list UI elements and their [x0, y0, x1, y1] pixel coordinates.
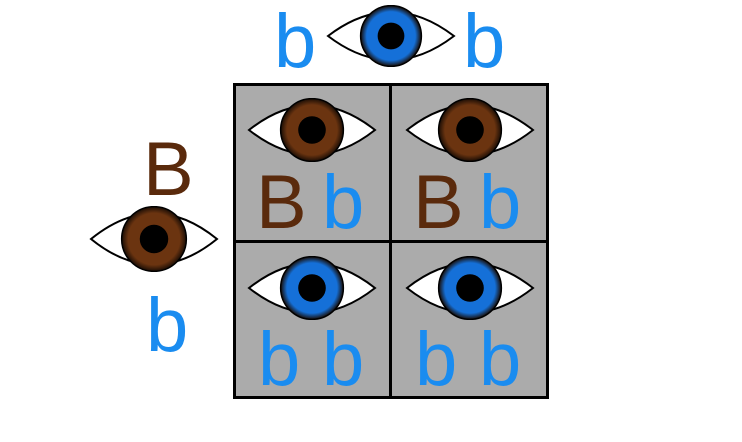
cell-3-allele-1: b — [258, 317, 301, 402]
top-parent-eye-icon — [326, 5, 456, 67]
cell-1-allele-1: B — [256, 160, 307, 245]
top-parent-allele-left: b — [274, 0, 317, 84]
grid-divider-horizontal — [233, 240, 549, 243]
cell-1-eye-icon — [247, 98, 377, 162]
cell-3-eye-icon — [247, 256, 377, 320]
left-parent-allele-bottom: b — [146, 283, 189, 368]
cell-2-allele-2: b — [479, 160, 522, 245]
top-parent-allele-right: b — [463, 0, 506, 84]
cell-1-allele-2: b — [322, 160, 365, 245]
cell-2-allele-1: B — [413, 160, 464, 245]
cell-4-eye-icon — [405, 256, 535, 320]
cell-2-eye-icon — [405, 98, 535, 162]
cell-4-allele-2: b — [479, 317, 522, 402]
left-parent-eye-icon — [89, 206, 219, 272]
left-parent-allele-top: B — [143, 127, 194, 212]
cell-3-allele-2: b — [322, 317, 365, 402]
cell-4-allele-1: b — [415, 317, 458, 402]
